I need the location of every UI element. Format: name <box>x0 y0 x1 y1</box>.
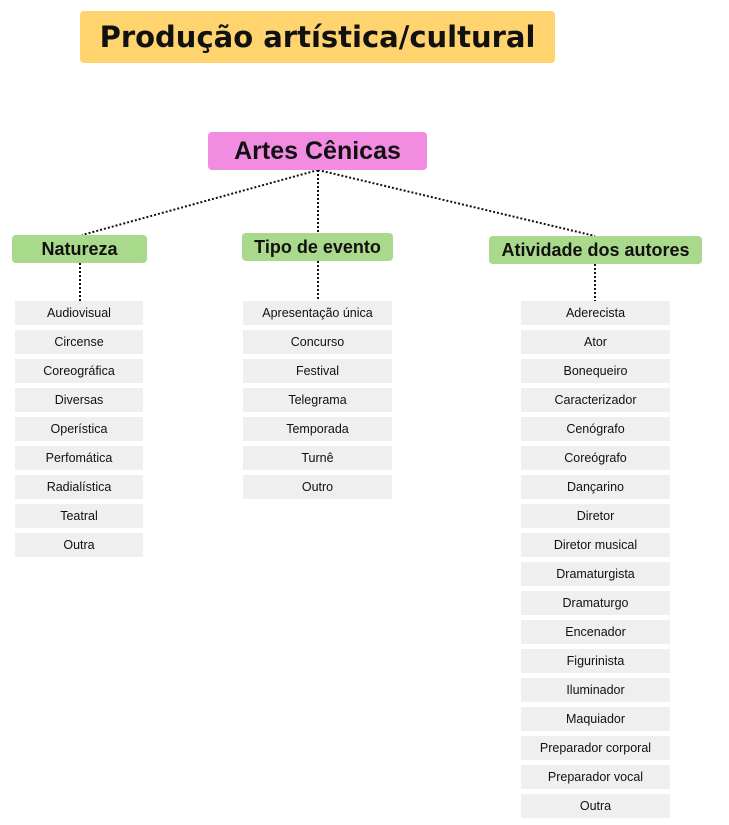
list-item: Dançarino <box>521 475 670 499</box>
list-item: Coreográfica <box>15 359 143 383</box>
list-item: Outro <box>243 475 392 499</box>
list-item: Operística <box>15 417 143 441</box>
category-tipo-de-evento: Tipo de evento <box>242 233 393 261</box>
page-title: Produção artística/cultural <box>80 11 555 63</box>
root-node: Artes Cênicas <box>208 132 427 170</box>
list-item: Festival <box>243 359 392 383</box>
connector-atividade <box>317 169 596 237</box>
list-item: Preparador corporal <box>521 736 670 760</box>
category-atividade-dos-autores: Atividade dos autores <box>489 236 702 264</box>
list-item: Apresentação única <box>243 301 392 325</box>
list-item: Figurinista <box>521 649 670 673</box>
list-item: Teatral <box>15 504 143 528</box>
list-item: Diretor <box>521 504 670 528</box>
list-item: Circense <box>15 330 143 354</box>
list-item: Bonequeiro <box>521 359 670 383</box>
list-item: Diversas <box>15 388 143 412</box>
list-item: Preparador vocal <box>521 765 670 789</box>
list-item: Cenógrafo <box>521 417 670 441</box>
list-item: Diretor musical <box>521 533 670 557</box>
list-item: Ator <box>521 330 670 354</box>
list-item: Caracterizador <box>521 388 670 412</box>
list-item: Dramaturgista <box>521 562 670 586</box>
list-item: Coreógrafo <box>521 446 670 470</box>
list-item: Temporada <box>243 417 392 441</box>
list-item: Perfomática <box>15 446 143 470</box>
list-item: Outra <box>15 533 143 557</box>
list-item: Iluminador <box>521 678 670 702</box>
list-item: Radialística <box>15 475 143 499</box>
connector-natureza <box>81 169 319 236</box>
list-item: Audiovisual <box>15 301 143 325</box>
list-item: Turnê <box>243 446 392 470</box>
list-item: Outra <box>521 794 670 818</box>
list-item: Concurso <box>243 330 392 354</box>
list-item: Encenador <box>521 620 670 644</box>
list-item: Dramaturgo <box>521 591 670 615</box>
list-item: Aderecista <box>521 301 670 325</box>
list-item: Telegrama <box>243 388 392 412</box>
category-natureza: Natureza <box>12 235 147 263</box>
list-item: Maquiador <box>521 707 670 731</box>
